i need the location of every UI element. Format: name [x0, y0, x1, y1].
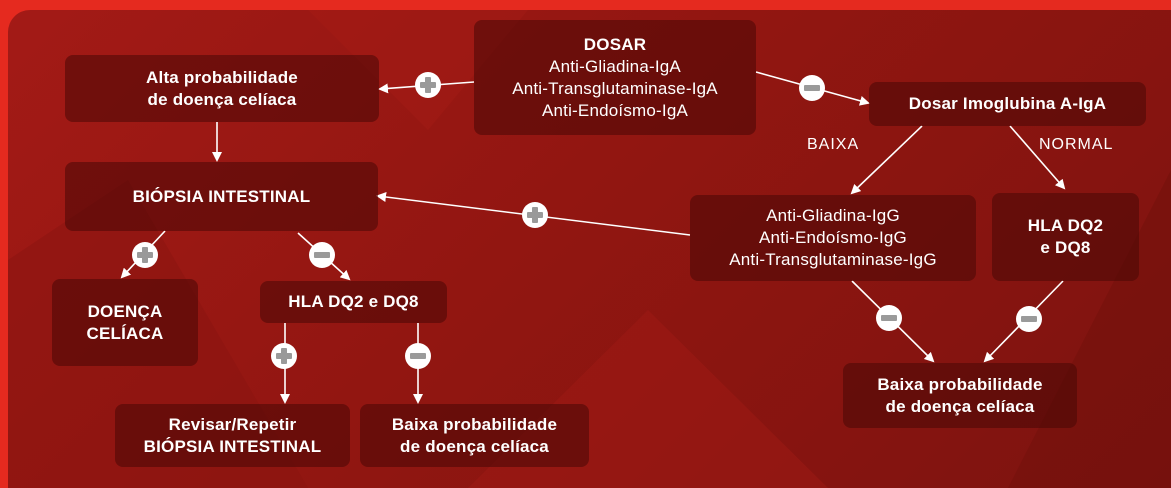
dosar-line-2: Anti-Transglutaminase-IgA	[512, 78, 718, 98]
edge-label-baixa: BAIXA	[807, 136, 860, 153]
doenca-line-1: DOENÇA	[87, 301, 163, 321]
edge-label-normal: NORMAL	[1039, 136, 1114, 153]
minus-icon	[799, 75, 825, 101]
imoglubina-text: Dosar Imoglubina A-IgA	[908, 94, 1107, 113]
anti-igg-node: Anti-Gliadina-IgG Anti-Endoísmo-IgG Anti…	[690, 195, 976, 281]
baixa-mid-line-2: de doença celíaca	[400, 436, 549, 456]
doenca-celiaca-node: DOENÇA CELÍACA	[52, 279, 198, 366]
hla-right-line-1: HLA DQ2	[1027, 216, 1104, 235]
baixa-probabilidade-right-node: Baixa probabilidade de doença celíaca	[843, 363, 1077, 428]
hla-dq2-dq8-mid-node: HLA DQ2 e DQ8	[260, 281, 447, 323]
doenca-line-2: CELÍACA	[86, 323, 164, 343]
igg-line-1: Anti-Gliadina-IgG	[766, 206, 900, 225]
baixa-right-line-1: Baixa probabilidade	[877, 374, 1043, 394]
alta-probabilidade-node: Alta probabilidade de doença celíaca	[65, 55, 379, 122]
plus-icon	[522, 202, 548, 228]
baixa-right-line-2: de doença celíaca	[885, 396, 1035, 416]
minus-icon	[309, 242, 335, 268]
minus-icon	[1016, 306, 1042, 332]
alta-line-1: Alta probabilidade	[146, 67, 298, 87]
minus-icon	[876, 305, 902, 331]
igg-line-3: Anti-Transglutaminase-IgG	[729, 250, 937, 269]
baixa-mid-line-1: Baixa probabilidade	[391, 414, 558, 434]
dosar-line-1: Anti-Gliadina-IgA	[549, 56, 681, 76]
plus-icon	[132, 242, 158, 268]
hla-right-line-2: e DQ8	[1040, 238, 1091, 257]
biopsia-intestinal-node: BIÓPSIA INTESTINAL	[65, 162, 378, 231]
dosar-imoglubina-node: Dosar Imoglubina A-IgA	[869, 82, 1146, 126]
revisar-line-2: BIÓPSIA INTESTINAL	[143, 436, 322, 456]
hla-dq2-dq8-right-node: HLA DQ2 e DQ8	[992, 193, 1139, 281]
minus-icon	[405, 343, 431, 369]
edge-imoglubina-to-hla-right	[1009, 125, 1066, 190]
edge-imoglubina-to-igg	[850, 125, 923, 195]
revisar-repetir-node: Revisar/Repetir BIÓPSIA INTESTINAL	[115, 404, 350, 467]
dosar-node: DOSAR Anti-Gliadina-IgA Anti-Transglutam…	[474, 20, 756, 135]
biopsia-text: BIÓPSIA INTESTINAL	[132, 186, 311, 206]
plus-icon	[415, 72, 441, 98]
plus-icon	[271, 343, 297, 369]
dosar-title: DOSAR	[583, 34, 647, 54]
revisar-line-1: Revisar/Repetir	[168, 414, 297, 434]
alta-line-2: de doença celíaca	[147, 89, 297, 109]
baixa-probabilidade-mid-node: Baixa probabilidade de doença celíaca	[360, 404, 589, 467]
hla-mid-text: HLA DQ2 e DQ8	[288, 292, 419, 311]
igg-line-2: Anti-Endoísmo-IgG	[759, 228, 907, 247]
dosar-line-3: Anti-Endoísmo-IgA	[541, 100, 689, 120]
